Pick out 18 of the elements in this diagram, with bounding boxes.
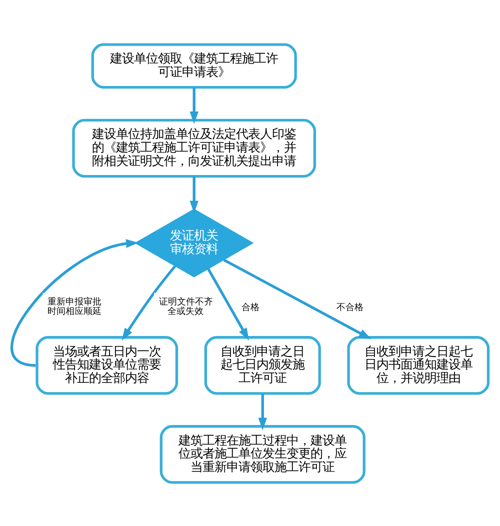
arrow (190, 176, 198, 213)
arrow (258, 393, 267, 430)
edge-label: 不合格 (336, 302, 364, 312)
arrow (223, 258, 372, 339)
edge-label: 证明文件不齐全或失效 (158, 296, 213, 317)
node-box: 建设单位持加盖单位及法定代表人印鉴的《建筑工程施工许可证申请表》，并附相关证明文件，向发证机关提出申请 (72, 118, 316, 178)
node-box: 建筑工程在施工过程中，建设单位或者施工单位发生变更的，应当重新申请领取施工许可证 (160, 424, 366, 484)
node-diamond: 发证机关审核资料 (134, 208, 254, 277)
arrow (122, 264, 176, 340)
node-box: 自收到申请之日起七日内书面通知建设单位，并说明理由 (347, 336, 490, 394)
node-box: 建设单位领取《建筑工程施工许可证申请表》 (91, 42, 297, 88)
edge-label: 合格 (241, 302, 260, 312)
node-box: 当场或者五日内一次性告知建设单位需要补正的全部内容 (36, 336, 178, 394)
arrow (10, 238, 138, 366)
arrow (207, 268, 249, 340)
node-box: 自收到申请之日起七日内颁发施工许可证 (204, 336, 321, 394)
edge-label: 重新申报审批时间相应顺延 (48, 296, 102, 317)
arrow (190, 87, 198, 124)
